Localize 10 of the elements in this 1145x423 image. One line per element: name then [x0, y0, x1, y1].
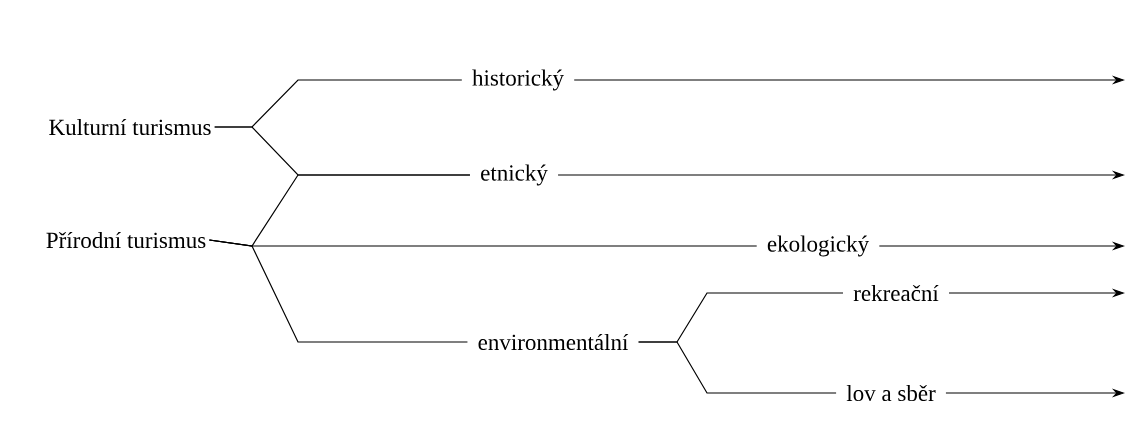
- branch-label: environmentální: [478, 333, 629, 351]
- branch-label: rekreační: [853, 284, 939, 302]
- branch-label: lov a sběr: [846, 384, 936, 402]
- category-label: Přírodní turismus: [46, 231, 206, 249]
- connector-line: [638, 341, 837, 394]
- branch-label: historický: [472, 69, 564, 91]
- branch-label: ekologický: [767, 235, 870, 257]
- branch-label: etnický: [481, 164, 548, 186]
- connector-line: [208, 239, 469, 343]
- category-label: Kulturní turismus: [49, 118, 211, 136]
